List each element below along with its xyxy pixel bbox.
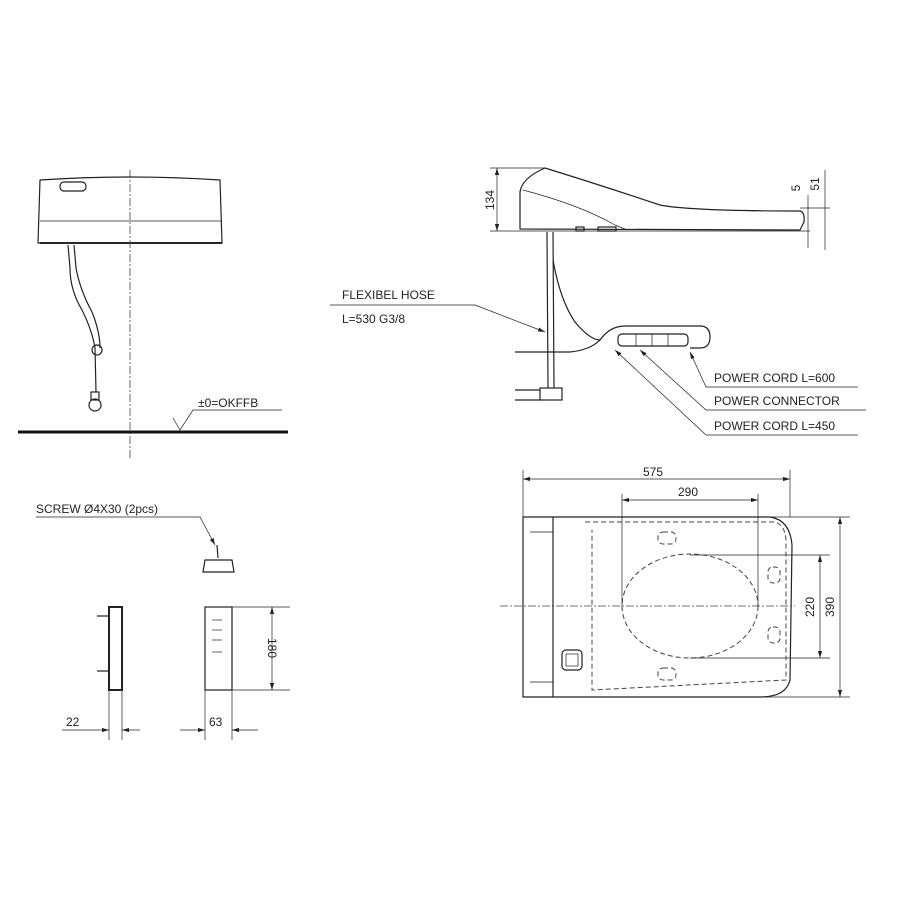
front-elevation-view: ±0=OKFFB (18, 170, 288, 458)
control-panel-icon (561, 649, 583, 671)
dim-holder-height: 180 (265, 638, 279, 658)
dim-rim-height: 51 (808, 177, 822, 191)
seat-body-side (519, 167, 805, 231)
dim-holder-depth: 22 (66, 715, 80, 729)
hose-spec-label: L=530 G3/8 (342, 312, 405, 326)
power-connector-label: POWER CONNECTOR (714, 394, 840, 408)
side-elevation-view: 134 5 51 FLEXIBEL HOSE L=530 G3/8 POWER … (330, 167, 866, 436)
holder-front (204, 606, 233, 691)
dim-holder-width: 63 (209, 715, 223, 729)
floor-level-marker (172, 409, 282, 431)
t-valve-icon (539, 387, 563, 401)
seat-outline-plan (522, 516, 793, 698)
plan-view: 575 290 390 220 (500, 465, 850, 698)
screw-icon (202, 544, 235, 573)
holder-side (108, 606, 123, 691)
dim-width: 390 (823, 597, 837, 617)
dim-height-134: 134 (483, 190, 497, 210)
power-connector-icon (617, 333, 689, 347)
power-cord (515, 325, 711, 353)
dim-length: 575 (643, 465, 663, 479)
flexible-hose (546, 231, 555, 389)
dim-rim-gap: 5 (789, 184, 803, 191)
floor-level-label: ±0=OKFFB (198, 396, 258, 410)
dim-seat-length: 290 (678, 485, 698, 499)
dim-seat-width: 220 (803, 597, 817, 617)
power-cord-450-label: POWER CORD L=450 (714, 419, 835, 433)
hose (67, 244, 97, 393)
valve-icon (88, 398, 102, 412)
seat-body-front (37, 176, 223, 244)
hose-title-label: FLEXIBEL HOSE (342, 288, 435, 302)
remote-holder-view: SCREW Ø4X30 (2pcs) 180 22 63 (36, 502, 290, 740)
screw-label: SCREW Ø4X30 (2pcs) (36, 502, 158, 516)
control-button-icon (59, 181, 87, 192)
power-cord-600-label: POWER CORD L=600 (714, 371, 835, 385)
